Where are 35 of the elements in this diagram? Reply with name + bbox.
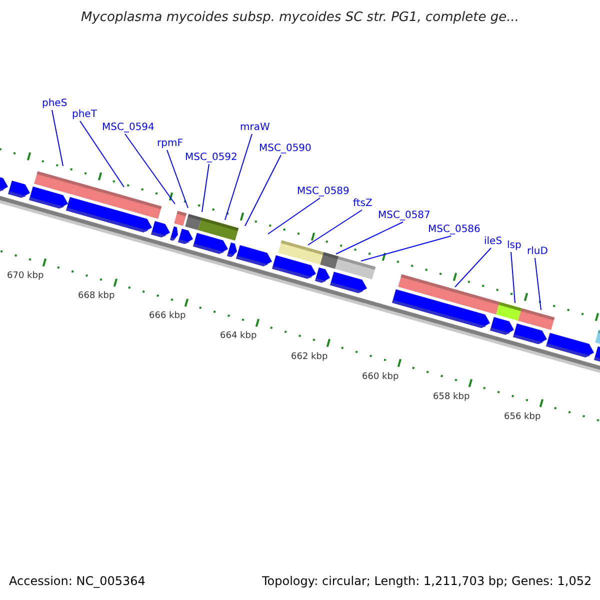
gene-label: ileS bbox=[484, 235, 502, 248]
leader-line bbox=[52, 110, 64, 166]
accession-text: Accession: NC_005364 bbox=[9, 575, 146, 588]
leader-line bbox=[534, 258, 542, 310]
gene-label: MSC_0592 bbox=[185, 151, 238, 164]
gene-label: ftsZ bbox=[353, 197, 372, 210]
leader-line bbox=[224, 134, 252, 220]
gene-label: rluD bbox=[527, 245, 548, 258]
gene-label: pheS bbox=[42, 97, 68, 110]
leader-line bbox=[80, 120, 124, 188]
leader-line bbox=[244, 154, 282, 226]
tick-label: 660 kbp bbox=[362, 370, 399, 384]
gene-label: MSC_0587 bbox=[378, 209, 430, 222]
gene-label: rpmF bbox=[157, 137, 183, 150]
title: Mycoplasma mycoides subsp. mycoides SC str. PG1, complete ge... bbox=[80, 11, 520, 24]
leader-line bbox=[336, 222, 404, 254]
leader-line bbox=[360, 236, 452, 262]
gene-label: MSC_0594 bbox=[102, 121, 154, 134]
gene-label: MSC_0590 bbox=[259, 142, 312, 155]
gene-label: MSC_0586 bbox=[428, 223, 480, 236]
leader-line bbox=[268, 198, 320, 234]
leader-line bbox=[454, 248, 492, 288]
gene-label: pheT bbox=[72, 108, 97, 121]
leader-line bbox=[202, 164, 210, 212]
leader-line bbox=[124, 134, 176, 204]
leader-line bbox=[166, 150, 188, 208]
gene-label: mraW bbox=[240, 121, 270, 134]
tick-label: 658 kbp bbox=[433, 390, 470, 404]
genome-summary-text: Topology: circular; Length: 1,211,703 bp; Genes: 1,052 bbox=[262, 575, 592, 588]
tick-label: 662 kbp bbox=[291, 350, 328, 364]
leader-line bbox=[510, 252, 516, 304]
leader-line bbox=[308, 210, 362, 246]
gene-label: lsp bbox=[507, 239, 522, 252]
gene-label: MSC_0589 bbox=[297, 185, 350, 198]
tick-label: 656 kbp bbox=[504, 410, 541, 424]
